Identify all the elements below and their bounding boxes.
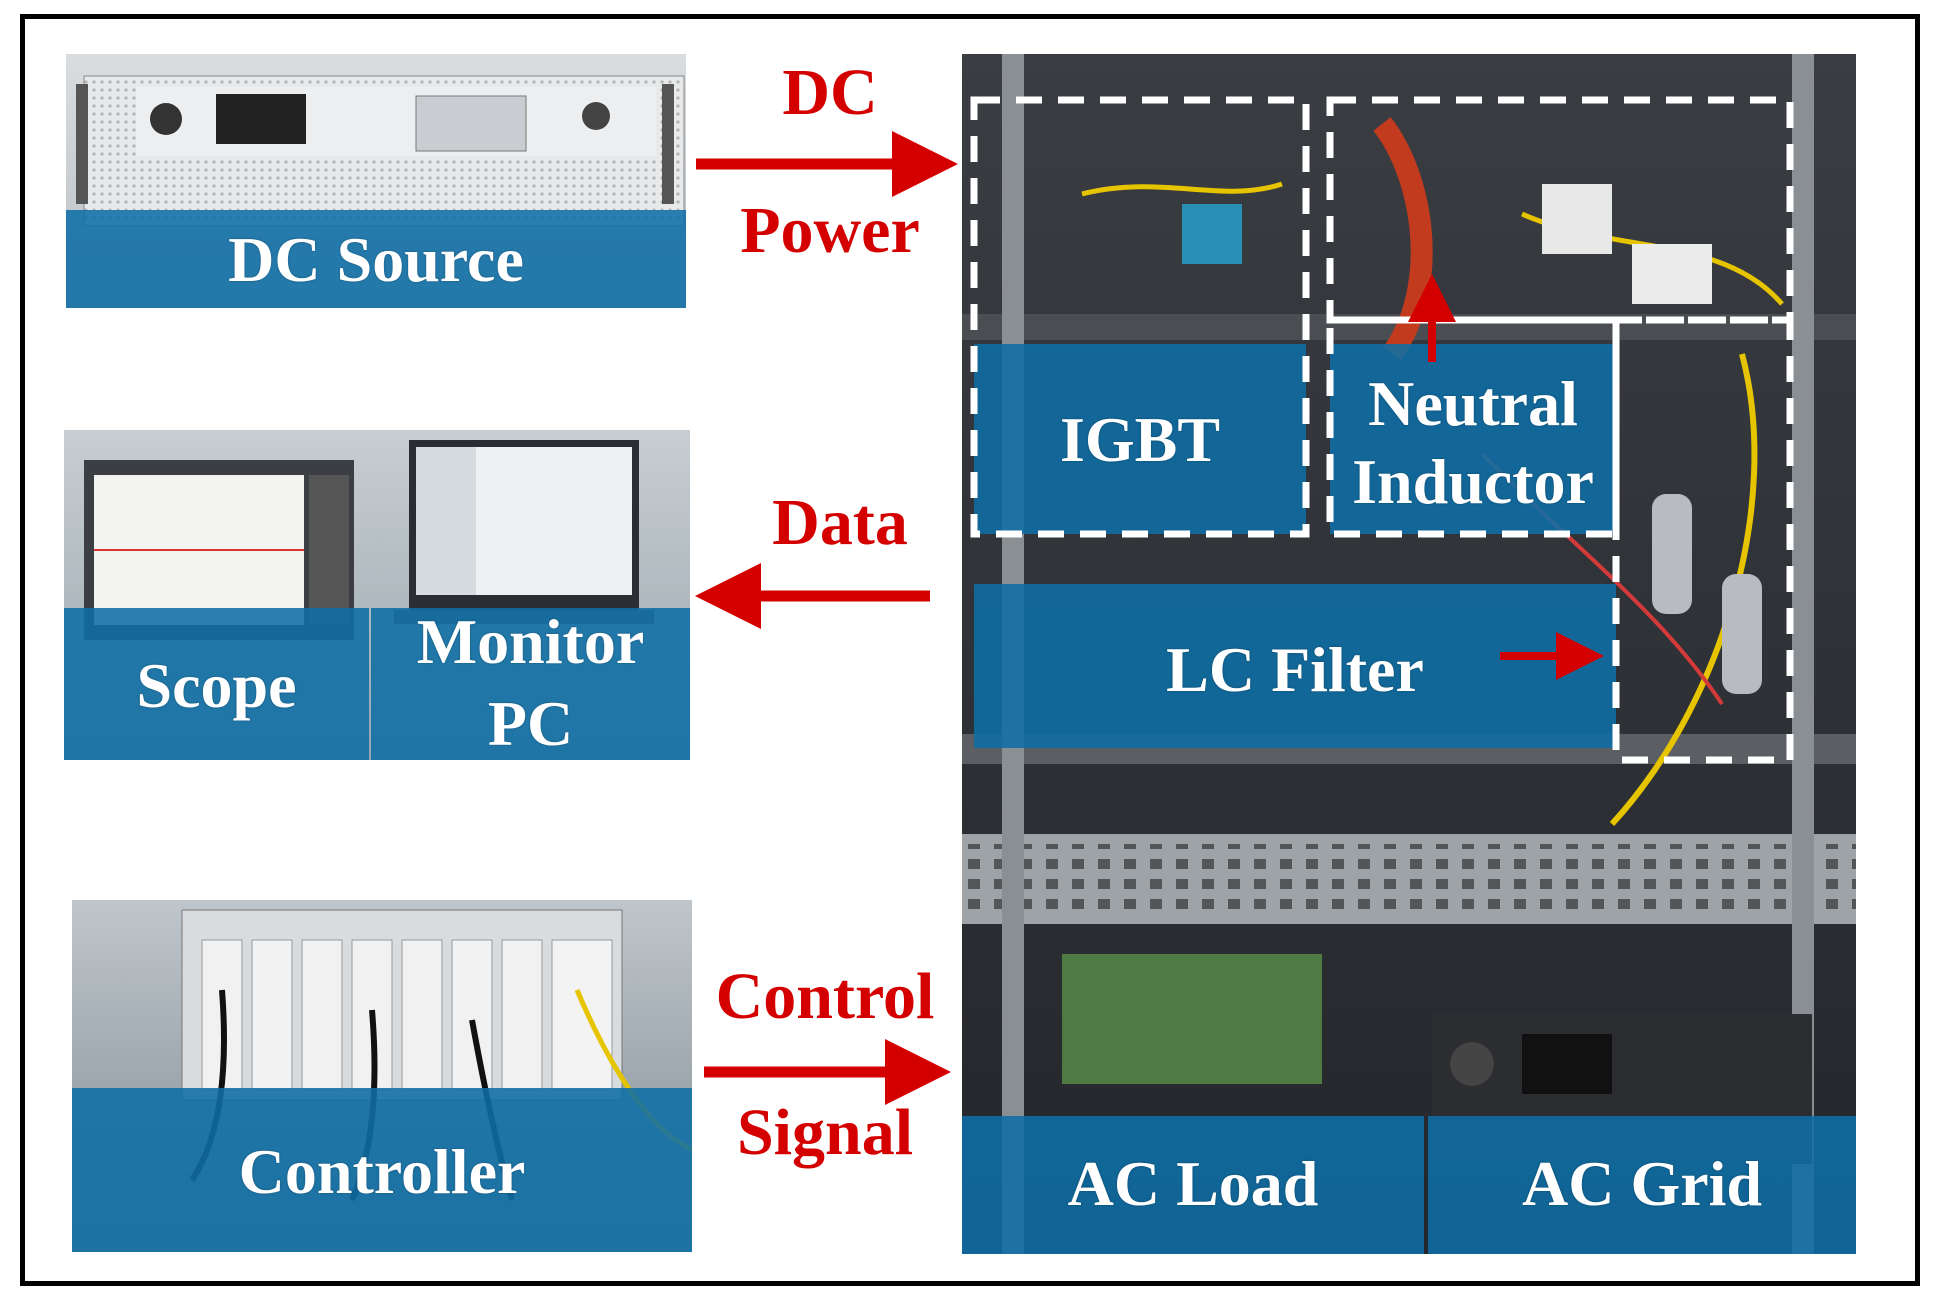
- lc-filter-label: LC Filter: [1166, 634, 1424, 705]
- igbt-dashed-outline: [970, 96, 1310, 538]
- neutral-inductor-label-line1: Neutral: [1368, 368, 1578, 439]
- control-signal-label-line1: Control: [715, 960, 935, 1033]
- scope-label-band: [64, 608, 369, 760]
- monitor-pc-label-line1: Monitor: [416, 606, 645, 677]
- ac-load-label: AC Load: [1067, 1148, 1319, 1219]
- data-label: Data: [772, 486, 908, 559]
- ac-load-label-band: [962, 1116, 1424, 1254]
- igbt-label-band: [974, 344, 1306, 534]
- controller-label: Controller: [238, 1136, 526, 1207]
- neutral-inductor-lower-dashed-outline: [1326, 316, 1620, 538]
- igbt-label: IGBT: [1059, 404, 1221, 475]
- scope-label: Scope: [136, 650, 297, 721]
- dc-source-label: DC Source: [228, 224, 524, 295]
- ac-grid-label: AC Grid: [1522, 1148, 1762, 1219]
- neutral-inductor-label-band: [1330, 344, 1616, 534]
- monitor-pc-label-line2: PC: [487, 688, 574, 759]
- neutral-inductor-label-line2: Inductor: [1352, 446, 1594, 517]
- lc-filter-dashed-outline: [1612, 316, 1794, 764]
- monitor-pc-label-band: [371, 608, 690, 760]
- dc-source-label-band: [66, 210, 686, 308]
- dc-source-device-drawing: [76, 75, 685, 227]
- ac-grid-label-band: [1428, 1116, 1856, 1254]
- lc-filter-label-band: [974, 584, 1616, 748]
- controller-label-band: [72, 1088, 692, 1252]
- dc-power-label-line1: DC: [782, 56, 878, 129]
- neutral-inductor-dashed-outline: [1326, 96, 1794, 324]
- dc-power-label-line2: Power: [740, 194, 920, 267]
- control-signal-label-line2: Signal: [736, 1096, 914, 1169]
